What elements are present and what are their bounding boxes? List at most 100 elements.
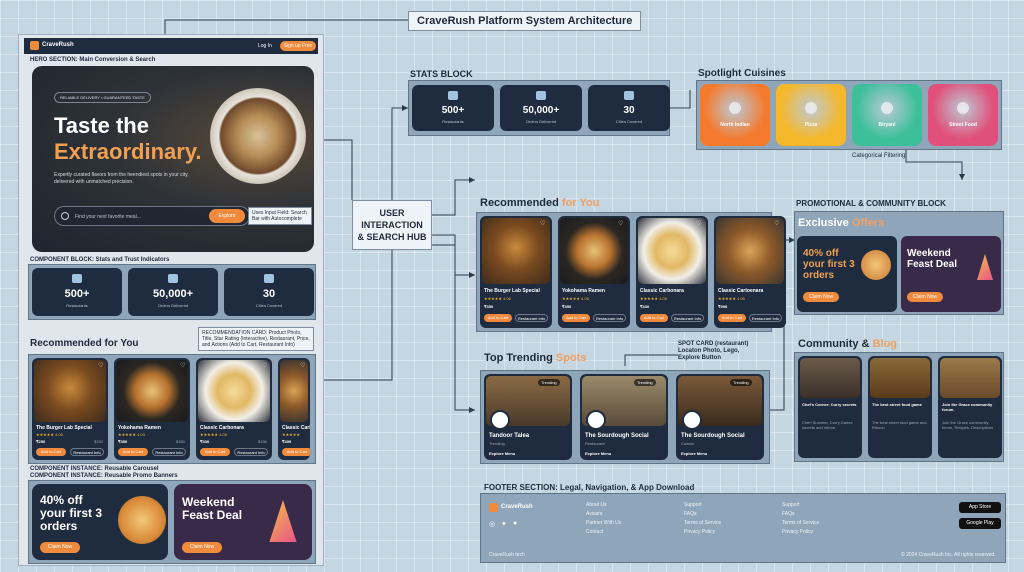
offer-card-2[interactable]: Weekend Feast Deal Claim Now [901,236,1001,312]
footer-link[interactable]: Support [684,502,702,508]
google-play-badge[interactable]: Google Play [959,518,1001,529]
instagram-icon[interactable]: ◎ [489,521,496,528]
dish-image [198,360,270,422]
signup-button[interactable]: Sign up Free [280,41,316,51]
search-input[interactable]: Find your next favorite meal... [75,214,141,220]
blog-card[interactable]: Join the Grace community forum.Join the … [938,356,1002,458]
footer-link[interactable]: Partner With Us [586,520,622,526]
facebook-icon[interactable]: ● [513,520,518,527]
claim-now-button[interactable]: Claim Now [40,542,80,553]
dish-price: ₹330 [640,304,650,309]
add-to-cart-button[interactable]: Add to Cart [118,448,148,456]
add-to-cart-button[interactable]: Add to Cart [718,314,746,322]
explore-menu-button[interactable]: Explore Menu [489,451,516,456]
diagram-title: CraveRush Platform System Architecture [408,11,642,31]
claim-now-button[interactable]: Claim Now [907,292,943,302]
brand-name: CraveRush [42,42,74,48]
add-to-cart-button[interactable]: Add to Cart [640,314,668,322]
explore-menu-button[interactable]: Explore Menu [585,451,612,456]
promo-card-left-1[interactable]: 40% off your first 3 orders Claim Now [32,484,168,560]
search-bar[interactable]: Find your next favorite meal... Explore [54,206,250,226]
add-to-cart-button[interactable]: Add to Cart [484,314,512,322]
dish-image [116,360,188,422]
heart-icon[interactable]: ♡ [262,363,268,369]
hub-line2: INTERACTION [361,220,423,230]
dish-name: Yokohama Ramen [118,425,161,431]
restaurant-info-button[interactable]: Restaurant Info [515,314,548,322]
offer-card-1[interactable]: 40% off your first 3 orders Claim Now [797,236,897,312]
footer-link[interactable]: FAQs [684,511,697,517]
stat-label: Restaurants [66,303,88,308]
claim-now-button[interactable]: Claim Now [182,542,222,553]
cuisine-card[interactable]: Pizza [776,84,846,146]
carousel-label: COMPONENT INSTANCE: Reusable Carousel [30,466,159,472]
footer-copyright: © 2024 CraveRush Inc. All rights reserve… [901,552,996,558]
promo-block-title: PROMOTIONAL & COMMUNITY BLOCK [796,199,946,208]
footer-link[interactable]: FAQs [782,511,795,517]
footer-tagline: CraveRush tech [489,552,525,558]
footer-link[interactable]: Support [782,502,800,508]
explore-menu-button[interactable]: Explore Menu [681,451,708,456]
footer-link[interactable]: Contact [586,529,604,535]
offers-title: Exclusive Offers [798,217,884,229]
restaurant-info-button[interactable]: Restaurant Info [152,448,186,456]
add-to-cart-button[interactable]: Add to Cart [282,448,310,456]
restaurant-info-button[interactable]: Restaurant Info [234,448,268,456]
restaurant-info-button[interactable]: Restaurant Info [593,314,626,322]
add-to-cart-button[interactable]: Add to Cart [562,314,590,322]
footer-link[interactable]: Terms of Service [782,520,820,526]
heart-icon[interactable]: ♡ [98,363,104,369]
spot-logo [490,410,510,430]
heart-icon[interactable]: ♡ [540,221,546,227]
twitter-icon[interactable]: ✦ [501,521,507,528]
restaurant-info-button[interactable]: Restaurant Info [70,448,104,456]
add-to-cart-button[interactable]: Add to Cart [200,448,230,456]
stat-label: Orders Delivered [525,119,557,124]
pizza-icon [861,250,891,280]
cuisine-card[interactable]: North Indian [700,84,770,146]
offer-title: Weekend Feast Deal [907,248,958,270]
hero-subtitle: Expertly curated flavors from the heendi… [54,172,189,185]
dish-rating: ★★★★★ 4.05 [200,432,227,437]
dish-rating: ★★★★★ 4.05 [562,296,589,301]
add-to-cart-button[interactable]: Add to Cart [36,448,66,456]
community-title: Community & Blog [798,338,897,350]
footer-link[interactable]: Privacy Policy [782,529,814,535]
restaurant-info-button[interactable]: Restaurant Info [671,314,704,322]
footer-link[interactable]: Terms of Service [684,520,722,526]
heart-icon[interactable]: ♡ [180,363,186,369]
stat-icon [168,274,178,283]
footer-link[interactable]: Avisara [586,511,603,517]
heart-icon[interactable]: ♡ [774,221,780,227]
footer-link[interactable]: About Us [586,502,607,508]
heart-icon[interactable]: ♡ [300,363,306,369]
hero-title-line2: Extraordinary. [54,139,202,164]
dish-price: ₹998 [718,304,728,309]
cuisine-card[interactable]: Street Food [928,84,998,146]
promo-card-left-2[interactable]: Weekend Feast Deal Claim Now [174,484,312,560]
login-link[interactable]: Log In [258,43,272,49]
heart-icon[interactable]: ♡ [696,221,702,227]
stat-value: 50,000+ [522,105,560,116]
footer-link[interactable]: Privacy Policy [684,529,716,535]
hero-title-line1: Taste the [54,113,149,138]
recommendation-card[interactable]: ♡The Burger Lab Special★★★★★ 4.05₹250$25… [32,358,108,460]
search-button[interactable]: Explore [209,209,245,223]
heart-icon[interactable]: ♡ [618,221,624,227]
app-store-badge[interactable]: App Store [959,502,1001,513]
cuisine-card[interactable]: Biryani [852,84,922,146]
claim-now-button[interactable]: Claim Now [803,292,839,302]
restaurant-info-button[interactable]: Restaurant Info [749,314,782,322]
